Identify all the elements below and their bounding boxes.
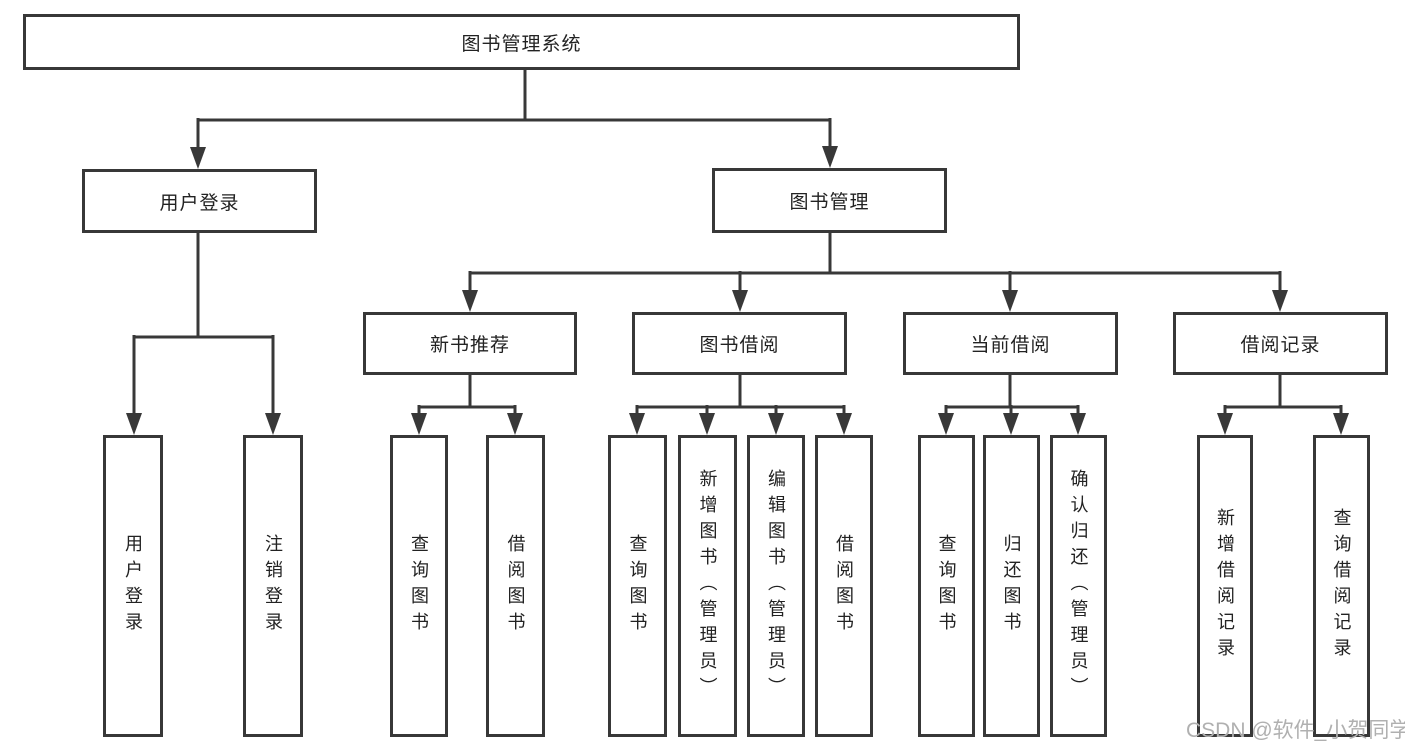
node-label: 新增借阅记录	[1215, 508, 1235, 664]
connector-root-to-level2	[196, 70, 832, 151]
node-book-management: 图书管理	[712, 168, 947, 233]
node-label: 查询图书	[409, 534, 429, 638]
connector-new-book-children	[417, 375, 517, 418]
node-user-login: 用户登录	[82, 169, 317, 233]
node-query-books-recommend: 查询图书	[390, 435, 448, 737]
node-add-borrow-record: 新增借阅记录	[1197, 435, 1253, 737]
node-confirm-return-admin: 确认归还（管理员）	[1050, 435, 1107, 737]
connector-current-borrow-children	[944, 375, 1080, 418]
node-edit-books-admin: 编辑图书（管理员）	[747, 435, 805, 737]
node-label: 编辑图书（管理员）	[766, 469, 786, 703]
node-label: 借阅图书	[505, 534, 526, 638]
connector-book-management-children	[468, 233, 1282, 294]
node-user-login-action: 用户登录	[103, 435, 163, 737]
arrowheads	[126, 146, 1349, 435]
node-current-borrow: 当前借阅	[903, 312, 1118, 375]
node-label: 确认归还（管理员）	[1068, 469, 1089, 703]
node-logout-action: 注销登录	[243, 435, 303, 737]
node-label: 归还图书	[1001, 534, 1022, 638]
node-label: 借阅图书	[834, 534, 854, 638]
node-label: 用户登录	[123, 534, 143, 638]
node-root-system: 图书管理系统	[23, 14, 1020, 70]
node-query-borrow-record: 查询借阅记录	[1313, 435, 1370, 737]
node-borrow-books: 借阅图书	[815, 435, 873, 737]
node-borrow-books-recommend: 借阅图书	[486, 435, 545, 737]
node-new-book-recommend: 新书推荐	[363, 312, 577, 375]
node-label: 查询借阅记录	[1331, 508, 1352, 664]
node-book-borrow: 图书借阅	[632, 312, 847, 375]
node-borrow-records: 借阅记录	[1173, 312, 1388, 375]
connector-book-borrow-children	[635, 375, 846, 418]
node-label: 查询图书	[936, 534, 957, 638]
node-label: 新增图书（管理员）	[697, 469, 718, 703]
node-return-books: 归还图书	[983, 435, 1040, 737]
node-label: 注销登录	[263, 534, 283, 638]
connector-user-login-children	[132, 233, 275, 418]
csdn-watermark: CSDN @软件_小贺同学	[1186, 719, 1405, 742]
node-label: 查询图书	[627, 534, 648, 638]
connector-borrow-records-children	[1223, 375, 1343, 418]
node-query-books-current: 查询图书	[918, 435, 975, 737]
node-add-books-admin: 新增图书（管理员）	[678, 435, 737, 737]
node-query-books-borrow: 查询图书	[608, 435, 667, 737]
